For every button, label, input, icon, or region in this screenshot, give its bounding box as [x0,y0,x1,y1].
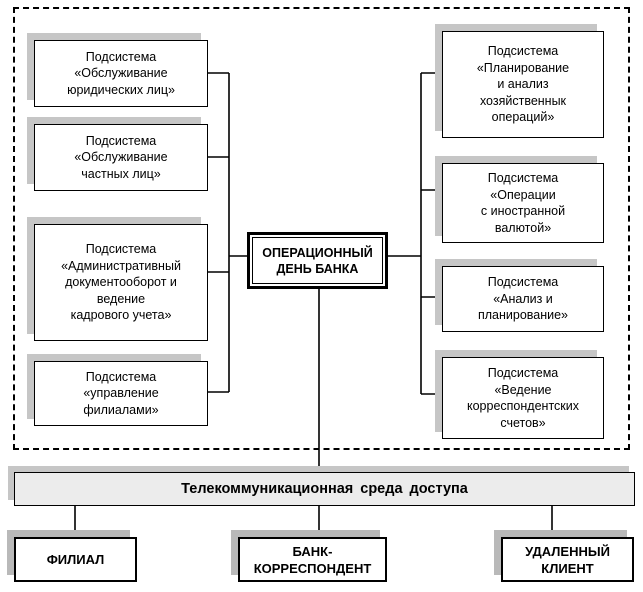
system-boundary [13,7,630,450]
subsystem-analysis-planning: Подсистема «Анализ и планирование» [442,266,604,332]
subsystem-private-clients: Подсистема «Обслуживание частных лиц» [34,124,208,191]
subsystem-legal-entities: Подсистема «Обслуживание юридических лиц… [34,40,208,107]
operational-day-label: ОПЕРАЦИОННЫЙ ДЕНЬ БАНКА [252,237,383,284]
telecom-access-bar: Телекоммуникационная среда доступа [14,472,635,506]
endpoint-correspondent-bank: БАНК- КОРРЕСПОНДЕНТ [238,537,387,582]
endpoint-branch: ФИЛИАЛ [14,537,137,582]
subsystem-planning-analysis-operations: Подсистема «Планирование и анализ хозяйс… [442,31,604,138]
subsystem-branch-management: Подсистема «управление филиалами» [34,361,208,426]
subsystem-correspondent-accounts: Подсистема «Ведение корреспондентских сч… [442,357,604,439]
endpoint-remote-client: УДАЛЕННЫЙ КЛИЕНТ [501,537,634,582]
subsystem-foreign-currency: Подсистема «Операции с иностранной валют… [442,163,604,243]
subsystem-document-hr: Подсистема «Административный документооб… [34,224,208,341]
operational-day-node: ОПЕРАЦИОННЫЙ ДЕНЬ БАНКА [247,232,388,289]
